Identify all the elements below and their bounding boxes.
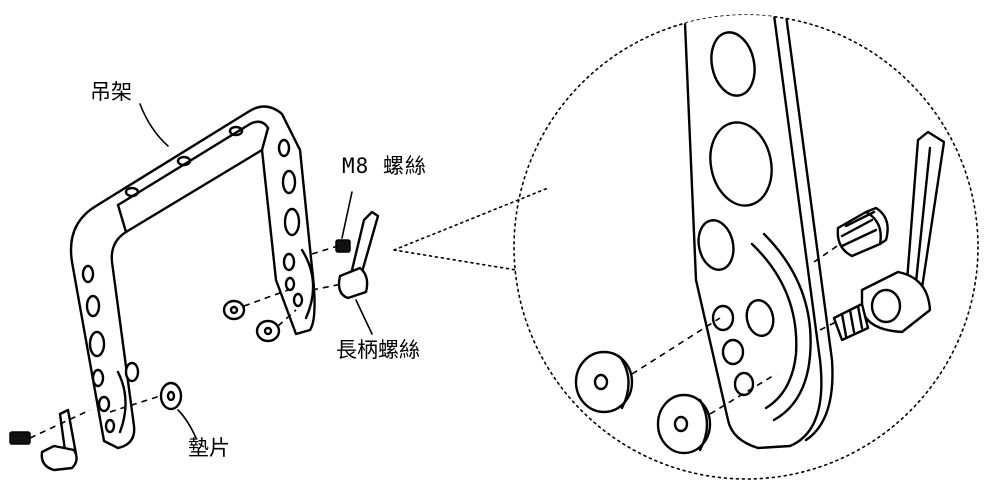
zoom-handle-screw (832, 130, 946, 342)
leader-washer (177, 409, 197, 439)
label-m8-screw: M8 螺絲 (342, 154, 427, 178)
callout-line-bottom (393, 249, 517, 271)
leader-m8 (341, 191, 353, 239)
zoom-bracket-leg (682, 15, 834, 450)
hanger-bracket (69, 105, 316, 450)
zoom-m8-screw (836, 206, 889, 258)
left-washer (109, 361, 183, 413)
right-washers (222, 289, 297, 343)
zoom-axis-2 (709, 373, 777, 415)
zoom-washer-1 (574, 350, 634, 414)
right-m8-screw (311, 239, 351, 255)
leader-hanger (139, 103, 169, 147)
left-knob-screw (9, 408, 91, 472)
callout-line-top (393, 187, 549, 251)
zoom-washer-2 (656, 393, 712, 455)
zoom-axis-1 (631, 317, 721, 375)
label-washer: 墊片 (188, 436, 230, 460)
zoom-axis-3 (813, 243, 841, 263)
leader-handle (355, 299, 373, 335)
zoom-axis-4 (819, 313, 853, 331)
label-hanger: 吊架 (90, 80, 132, 104)
label-handle-screw: 長柄螺絲 (336, 338, 420, 362)
right-handle-screw (311, 210, 380, 300)
